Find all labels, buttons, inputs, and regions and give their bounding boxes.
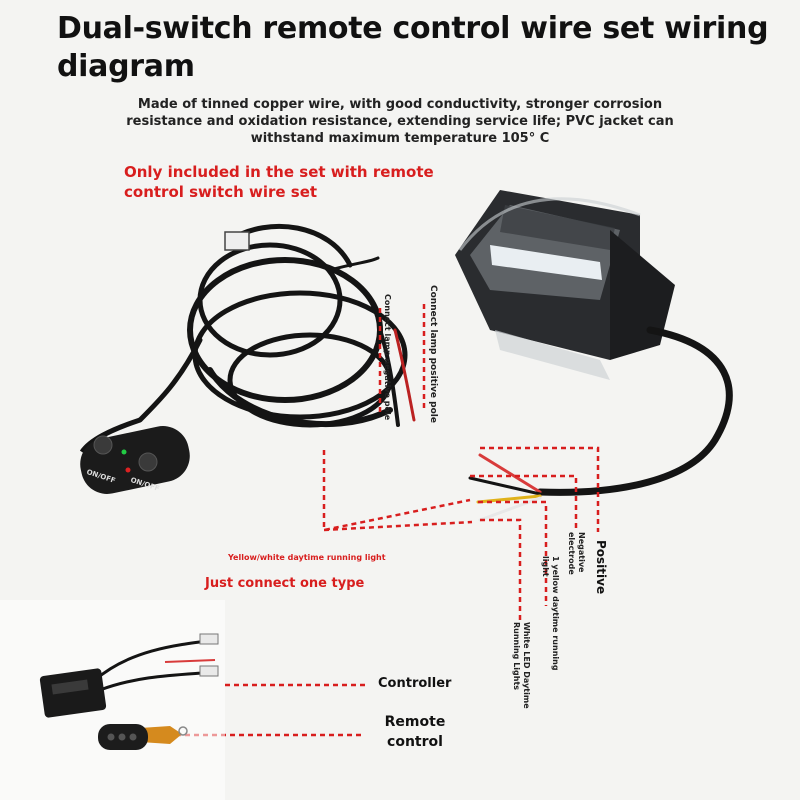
- set-note: Only included in the set with remote con…: [124, 163, 434, 201]
- lamp-positive-label: Connect lamp positive pole: [428, 285, 438, 423]
- lamp-cable: [536, 326, 733, 496]
- yellow-drl-label: 1 yellow daytime running light: [541, 556, 560, 671]
- remote-control-label: Remote control: [384, 714, 446, 750]
- wire-harness: [137, 223, 416, 428]
- switch-pad-icon: [79, 417, 190, 494]
- yellow-white-label: Yellow/white daytime running light: [228, 553, 386, 562]
- inset-panel: [0, 600, 225, 800]
- lamp-icon: [455, 190, 675, 380]
- page-title: Dual-switch remote control wire set wiri…: [57, 11, 769, 84]
- lead-wires: [468, 453, 542, 522]
- controller-label: Controller: [378, 676, 452, 691]
- white-led-label: White LED Daytime Running Lights: [512, 622, 531, 709]
- connect-one-type-label: Just connect one type: [205, 576, 365, 591]
- positive-label: Positive: [594, 540, 608, 595]
- controller-icon: [39, 633, 219, 718]
- lamp-negative-label: Connect lamp negative pole: [383, 294, 392, 421]
- remote-fob-icon: [98, 724, 188, 750]
- description-text: Made of tinned copper wire, with good co…: [126, 97, 674, 146]
- negative-electrode-label: Negative electrode: [567, 532, 586, 575]
